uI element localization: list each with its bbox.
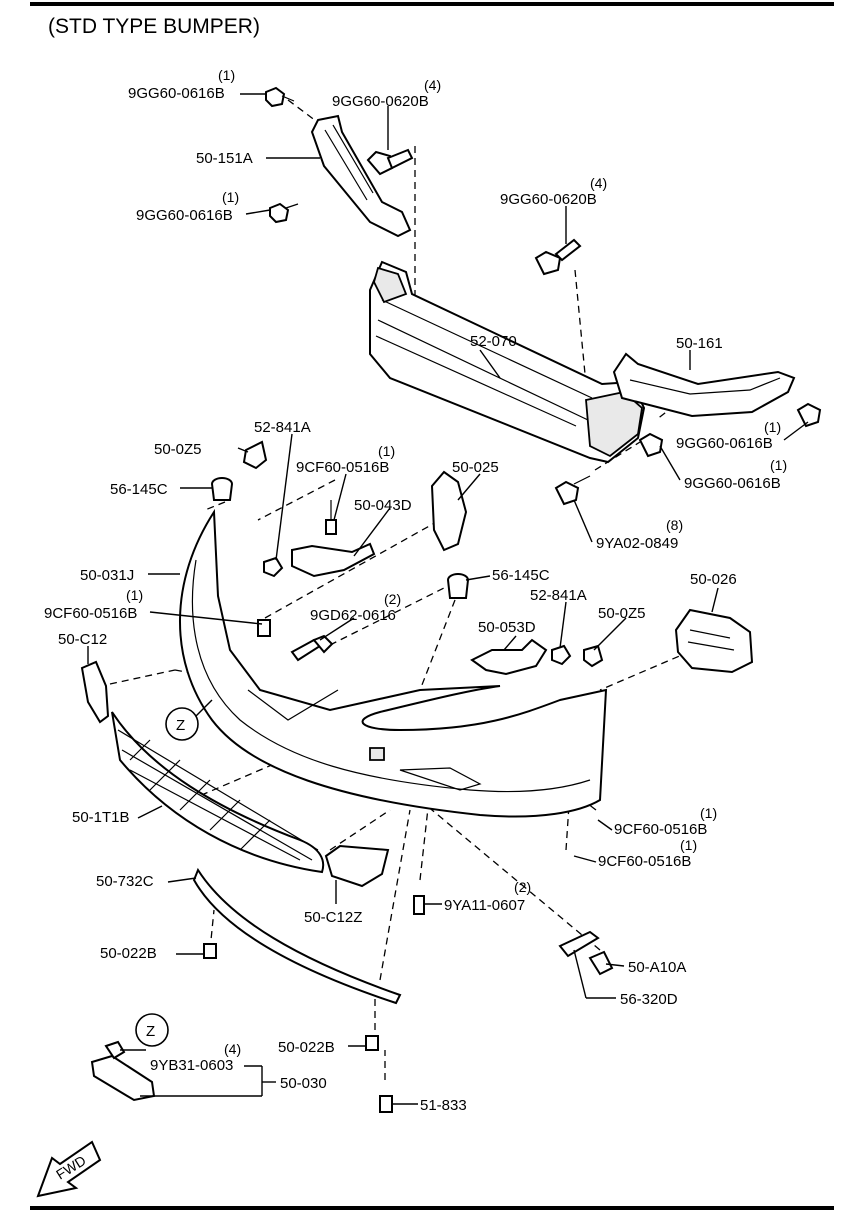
qty-c5: (4) — [590, 175, 607, 191]
fastener-56-145c-left — [210, 477, 234, 501]
bracket-50-151a — [310, 114, 412, 238]
label-c11: 52-841A — [254, 419, 311, 436]
nut-9yb31-0603 — [104, 1040, 126, 1060]
bolt-9gg60-0616b-r2 — [638, 432, 664, 458]
label-c32: 9YA11-0607 — [444, 897, 525, 914]
qty-c32: (2) — [514, 879, 531, 895]
fastener-56-145c-mid — [446, 573, 470, 599]
label-c16: 9YA02-0849 — [596, 535, 678, 552]
label-c28: 9CF60-0516B — [614, 821, 707, 838]
label-c19: 9GD62-0616 — [310, 607, 396, 624]
label-c38: 50-022B — [278, 1039, 335, 1056]
label-c20: 56-145C — [492, 567, 550, 584]
qty-c28: (1) — [700, 805, 717, 821]
label-c18: 9CF60-0516B — [44, 605, 137, 622]
clip-50-022b-right — [365, 1035, 379, 1051]
nut-52-841a-left — [263, 556, 284, 578]
qty-c1: (1) — [218, 67, 235, 83]
qty-c19: (2) — [384, 591, 401, 607]
part-labels: (1) 9GG60-0616B (4) 9GG60-0620B 50-151A … — [44, 67, 787, 1114]
bolt-9gd62-0616 — [290, 634, 334, 662]
label-c4: 9GG60-0616B — [136, 207, 233, 224]
label-c15: 50-043D — [354, 497, 412, 514]
label-c21: 50-026 — [690, 571, 737, 588]
qty-c16: (8) — [666, 517, 683, 533]
molding-50-732c — [192, 867, 402, 1005]
ref-circle-z-upper: Z — [165, 707, 199, 741]
nut-52-841a-right — [551, 644, 572, 666]
diagram-title: (STD TYPE BUMPER) — [48, 15, 260, 38]
label-c13: 50-025 — [452, 459, 499, 476]
label-c23: 50-0Z5 — [598, 605, 646, 622]
bolt-9gg60-0616b-top — [265, 86, 295, 108]
grille-50-1t1b — [111, 711, 325, 874]
label-c9: 9GG60-0616B — [684, 475, 781, 492]
clip-50-0z5-right — [583, 644, 604, 668]
qty-c2: (4) — [424, 77, 441, 93]
qty-c9: (1) — [770, 457, 787, 473]
label-c7: 50-161 — [676, 335, 723, 352]
label-c8: 9GG60-0616B — [676, 435, 773, 452]
label-c40: 51-833 — [420, 1097, 467, 1114]
label-c30: 50-732C — [96, 873, 154, 890]
label-c29: 9CF60-0516B — [598, 853, 691, 870]
bracket-50-043d — [291, 542, 376, 578]
label-c27: 50-1T1B — [72, 809, 130, 826]
bracket-50-053d — [470, 638, 548, 676]
label-c5: 9GG60-0620B — [500, 191, 597, 208]
bracket-50-161 — [612, 352, 796, 418]
label-c37: 9YB31-0603 — [150, 1057, 233, 1074]
bolt-9gg60-0620b-right — [534, 238, 582, 276]
qty-c18: (1) — [126, 587, 143, 603]
label-c12: 9CF60-0516B — [296, 459, 389, 476]
label-c39: 50-030 — [280, 1075, 327, 1092]
qty-c12: (1) — [378, 443, 395, 459]
clip-50-022b-left — [203, 943, 217, 959]
bracket-50-030 — [90, 1054, 156, 1102]
leader-lines — [87, 93, 809, 1105]
label-c17: 50-031J — [80, 567, 134, 584]
cover-50-c12z — [324, 844, 390, 888]
bumper-cover-50-031j — [179, 508, 608, 818]
svg-text:Z: Z — [146, 1023, 155, 1040]
qty-c37: (4) — [224, 1041, 241, 1057]
screw-9cf60-0516b-b — [257, 619, 271, 637]
bracket-50-025 — [430, 470, 468, 552]
ref-circle-z-lower: Z — [135, 1013, 169, 1047]
bolt-9gg60-0616b-r1 — [796, 402, 822, 428]
label-c14: 56-145C — [110, 481, 168, 498]
label-c3: 50-151A — [196, 150, 253, 167]
fog-lamp-50-026 — [674, 608, 754, 674]
clip-50-0z5-left — [242, 440, 268, 470]
svg-text:Z: Z — [176, 717, 185, 734]
reinforcement-52-070 — [369, 260, 646, 464]
cover-50-a10a — [588, 950, 614, 976]
label-c31: 50-C12Z — [304, 909, 362, 926]
screw-9ya11-0607 — [413, 895, 425, 915]
screw-9ya02-0849 — [554, 475, 591, 506]
label-c33: 50-022B — [100, 945, 157, 962]
label-c25: 50-C12 — [58, 631, 107, 648]
screw-9cf60-0516b-a — [325, 500, 337, 535]
label-c2: 9GG60-0620B — [332, 93, 429, 110]
label-c1: 9GG60-0616B — [128, 85, 225, 102]
label-c6: 52-070 — [470, 333, 517, 350]
label-c10: 50-0Z5 — [154, 441, 202, 458]
qty-c4: (1) — [222, 189, 239, 205]
bolt-9gg60-0620b-top — [366, 148, 414, 176]
fwd-arrow-icon: FWD — [36, 1140, 102, 1198]
tow-hook-56-320d — [558, 930, 600, 958]
label-c34: 50-A10A — [628, 959, 686, 976]
qty-c8: (1) — [764, 419, 781, 435]
rivet-51-833 — [379, 1095, 393, 1113]
label-c22: 52-841A — [530, 587, 587, 604]
qty-c29: (1) — [680, 837, 697, 853]
cover-50-c12 — [80, 660, 110, 724]
label-c35: 56-320D — [620, 991, 678, 1008]
label-c24: 50-053D — [478, 619, 536, 636]
bolt-9gg60-0616b-mid — [269, 202, 299, 224]
